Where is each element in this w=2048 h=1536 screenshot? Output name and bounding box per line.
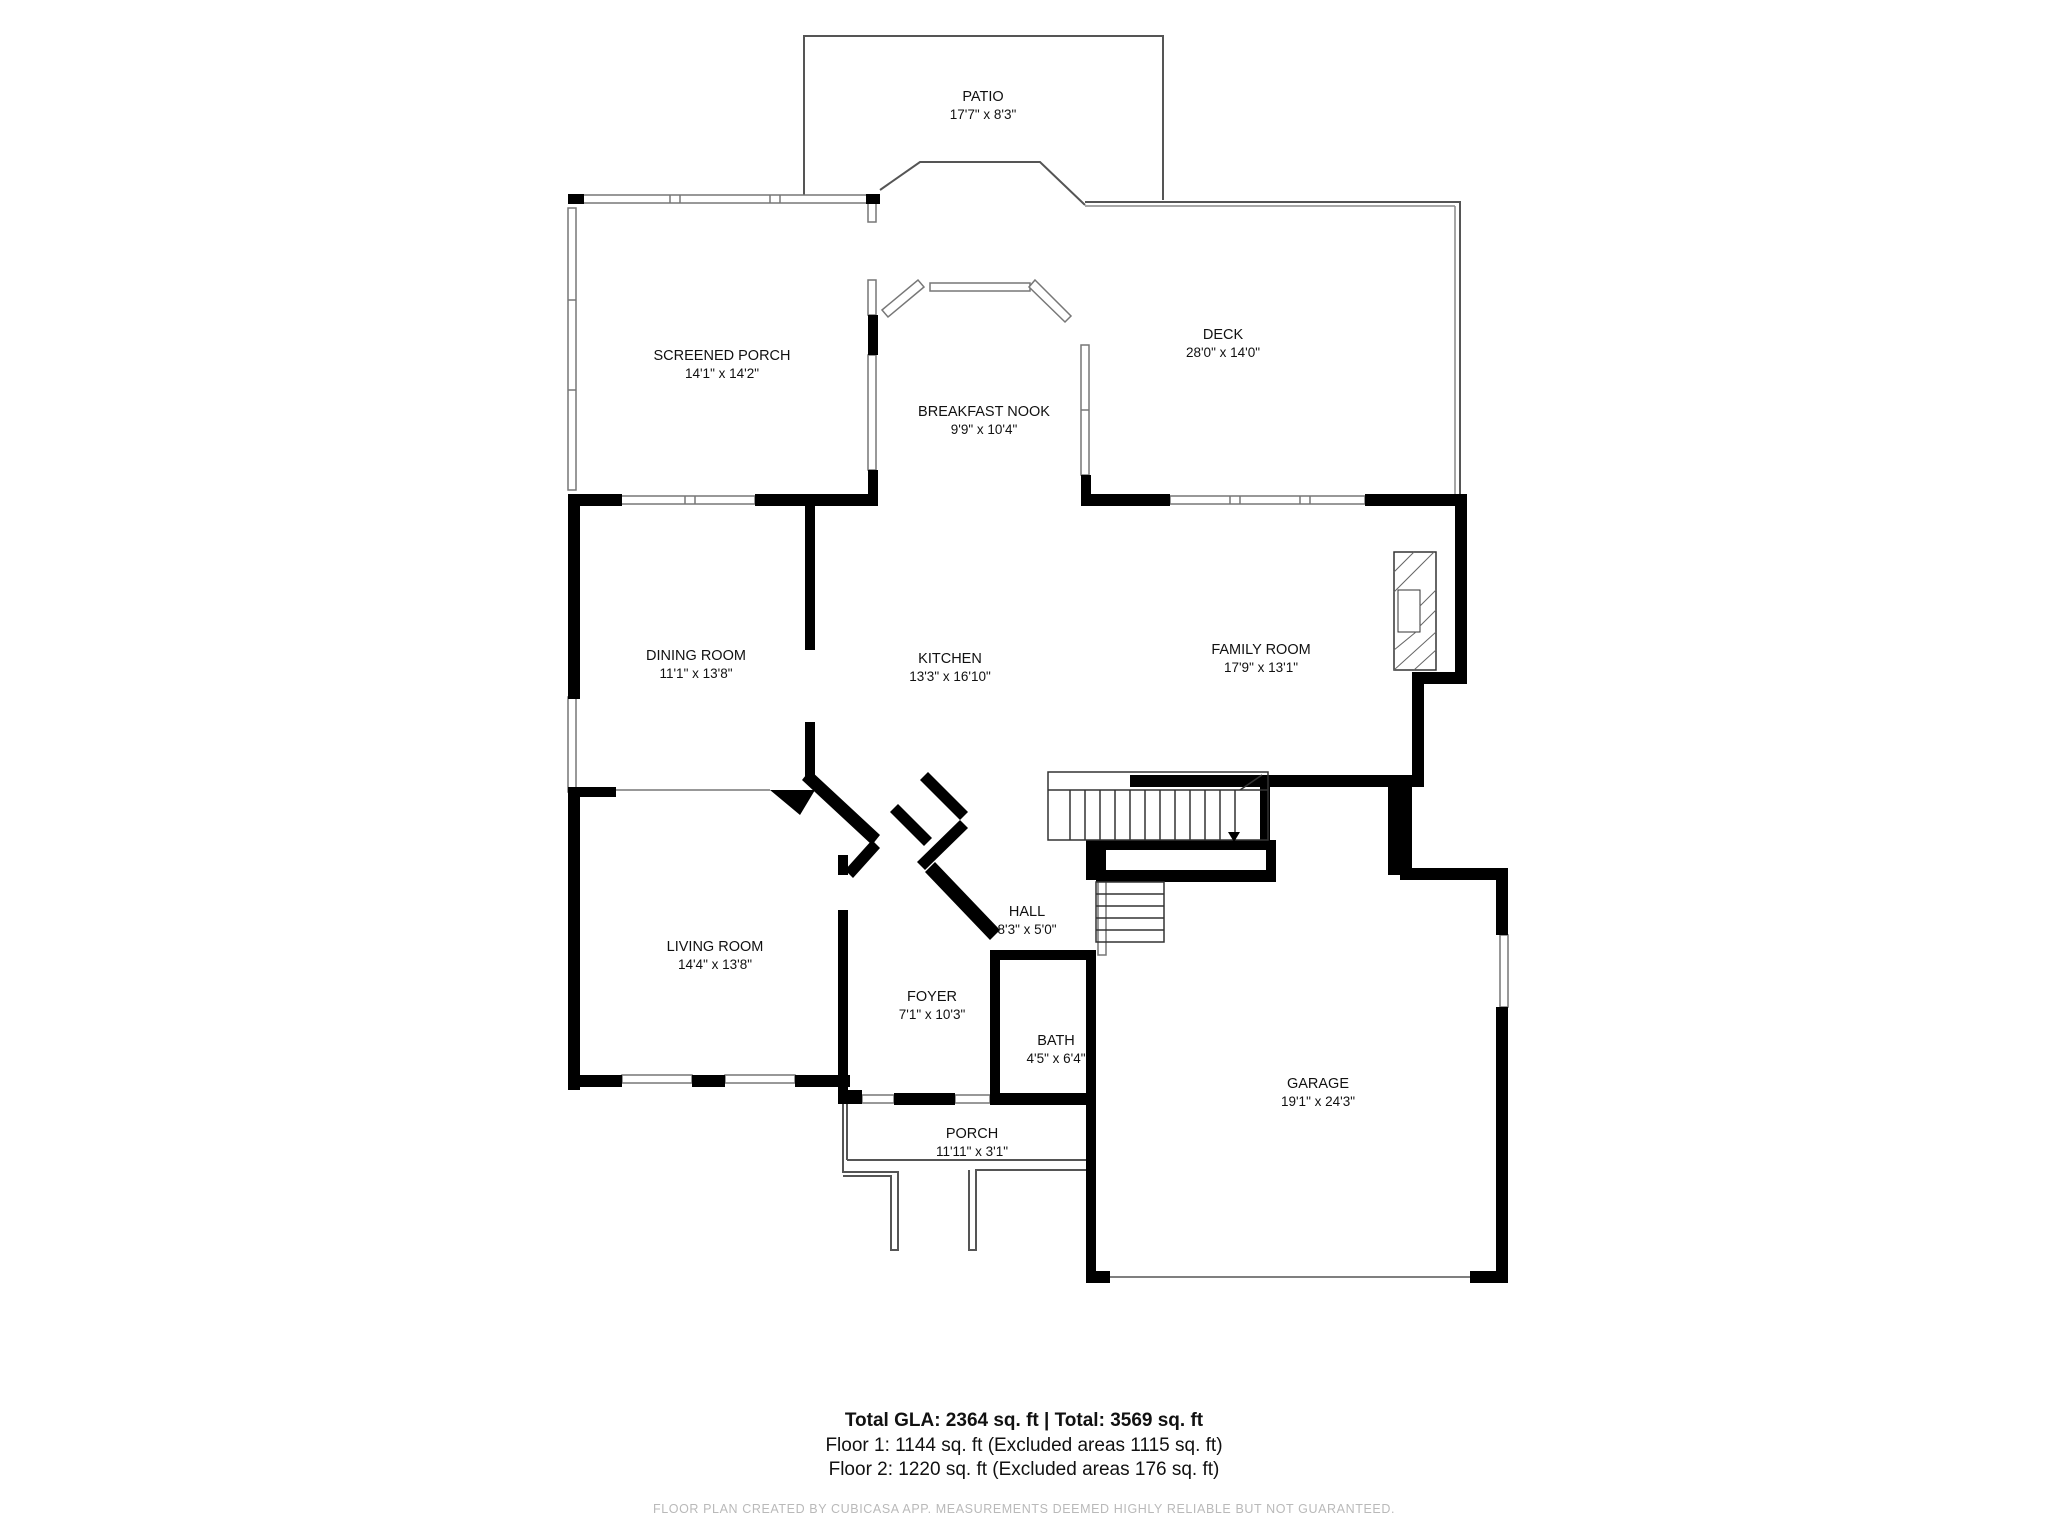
room-dim: 14'1" x 14'2" bbox=[685, 366, 759, 381]
summary-floor2: Floor 2: 1220 sq. ft (Excluded areas 176… bbox=[828, 1459, 1220, 1480]
room-label-family-room: FAMILY ROOM 17'9" x 13'1" bbox=[1211, 642, 1310, 675]
room-label-hall: HALL 8'3" x 5'0" bbox=[997, 904, 1056, 937]
deck-outline bbox=[1085, 201, 1461, 500]
room-dim: 11'1" x 13'8" bbox=[659, 666, 732, 681]
room-dim: 9'9" x 10'4" bbox=[951, 422, 1018, 437]
patio-outline bbox=[803, 35, 1164, 200]
room-dim: 11'11" x 3'1" bbox=[936, 1144, 1008, 1159]
room-dim: 4'5" x 6'4" bbox=[1026, 1051, 1085, 1066]
room-name: LIVING ROOM bbox=[667, 939, 764, 955]
walls bbox=[568, 194, 1508, 1283]
room-dim: 17'9" x 13'1" bbox=[1224, 660, 1298, 675]
stairs bbox=[1047, 771, 1269, 943]
room-name: HALL bbox=[1009, 904, 1045, 920]
room-label-patio: PATIO 17'7" x 8'3" bbox=[950, 89, 1017, 122]
porch-outline bbox=[842, 1098, 899, 1251]
room-name: GARAGE bbox=[1287, 1076, 1349, 1092]
outline-lines bbox=[803, 35, 1461, 1251]
room-name: DINING ROOM bbox=[646, 648, 746, 664]
room-label-screened-porch: SCREENED PORCH 14'1" x 14'2" bbox=[654, 348, 791, 381]
room-name: FOYER bbox=[907, 989, 957, 1005]
stair-arrow-icon bbox=[1228, 832, 1240, 842]
room-label-living-room: LIVING ROOM 14'4" x 13'8" bbox=[667, 939, 764, 972]
room-dim: 7'1" x 10'3" bbox=[899, 1007, 966, 1022]
room-label-garage: GARAGE 19'1" x 24'3" bbox=[1281, 1076, 1355, 1109]
room-dim: 19'1" x 24'3" bbox=[1281, 1094, 1355, 1109]
room-name: PORCH bbox=[946, 1126, 998, 1142]
room-label-dining-room: DINING ROOM 11'1" x 13'8" bbox=[646, 648, 746, 681]
room-dim: 8'3" x 5'0" bbox=[997, 922, 1056, 937]
room-name: BREAKFAST NOOK bbox=[918, 404, 1050, 420]
room-name: KITCHEN bbox=[918, 651, 982, 667]
room-name: FAMILY ROOM bbox=[1211, 642, 1310, 658]
summary-floor1: Floor 1: 1144 sq. ft (Excluded areas 111… bbox=[825, 1435, 1223, 1456]
room-label-deck: DECK 28'0" x 14'0" bbox=[1186, 327, 1260, 360]
room-label-porch: PORCH 11'11" x 3'1" bbox=[936, 1126, 1008, 1159]
disclaimer: FLOOR PLAN CREATED BY CUBICASA APP. MEAS… bbox=[652, 1502, 1396, 1516]
room-name: PATIO bbox=[962, 89, 1003, 105]
room-label-breakfast-nook: BREAKFAST NOOK 9'9" x 10'4" bbox=[918, 404, 1050, 437]
bay-outline bbox=[879, 161, 1086, 206]
summary-total: Total GLA: 2364 sq. ft | Total: 3569 sq.… bbox=[844, 1410, 1204, 1431]
room-label-foyer: FOYER 7'1" x 10'3" bbox=[899, 989, 966, 1022]
room-dim: 17'7" x 8'3" bbox=[950, 107, 1017, 122]
room-name: DECK bbox=[1203, 327, 1244, 343]
room-name: SCREENED PORCH bbox=[654, 348, 791, 364]
windows bbox=[567, 194, 1509, 1104]
room-label-kitchen: KITCHEN 13'3" x 16'10" bbox=[909, 651, 991, 684]
room-dim: 13'3" x 16'10" bbox=[909, 669, 991, 684]
room-label-bath: BATH 4'5" x 6'4" bbox=[1026, 1033, 1085, 1066]
room-name: BATH bbox=[1037, 1033, 1075, 1049]
fireplace bbox=[1393, 551, 1437, 671]
room-dim: 28'0" x 14'0" bbox=[1186, 345, 1260, 360]
room-dim: 14'4" x 13'8" bbox=[678, 957, 752, 972]
